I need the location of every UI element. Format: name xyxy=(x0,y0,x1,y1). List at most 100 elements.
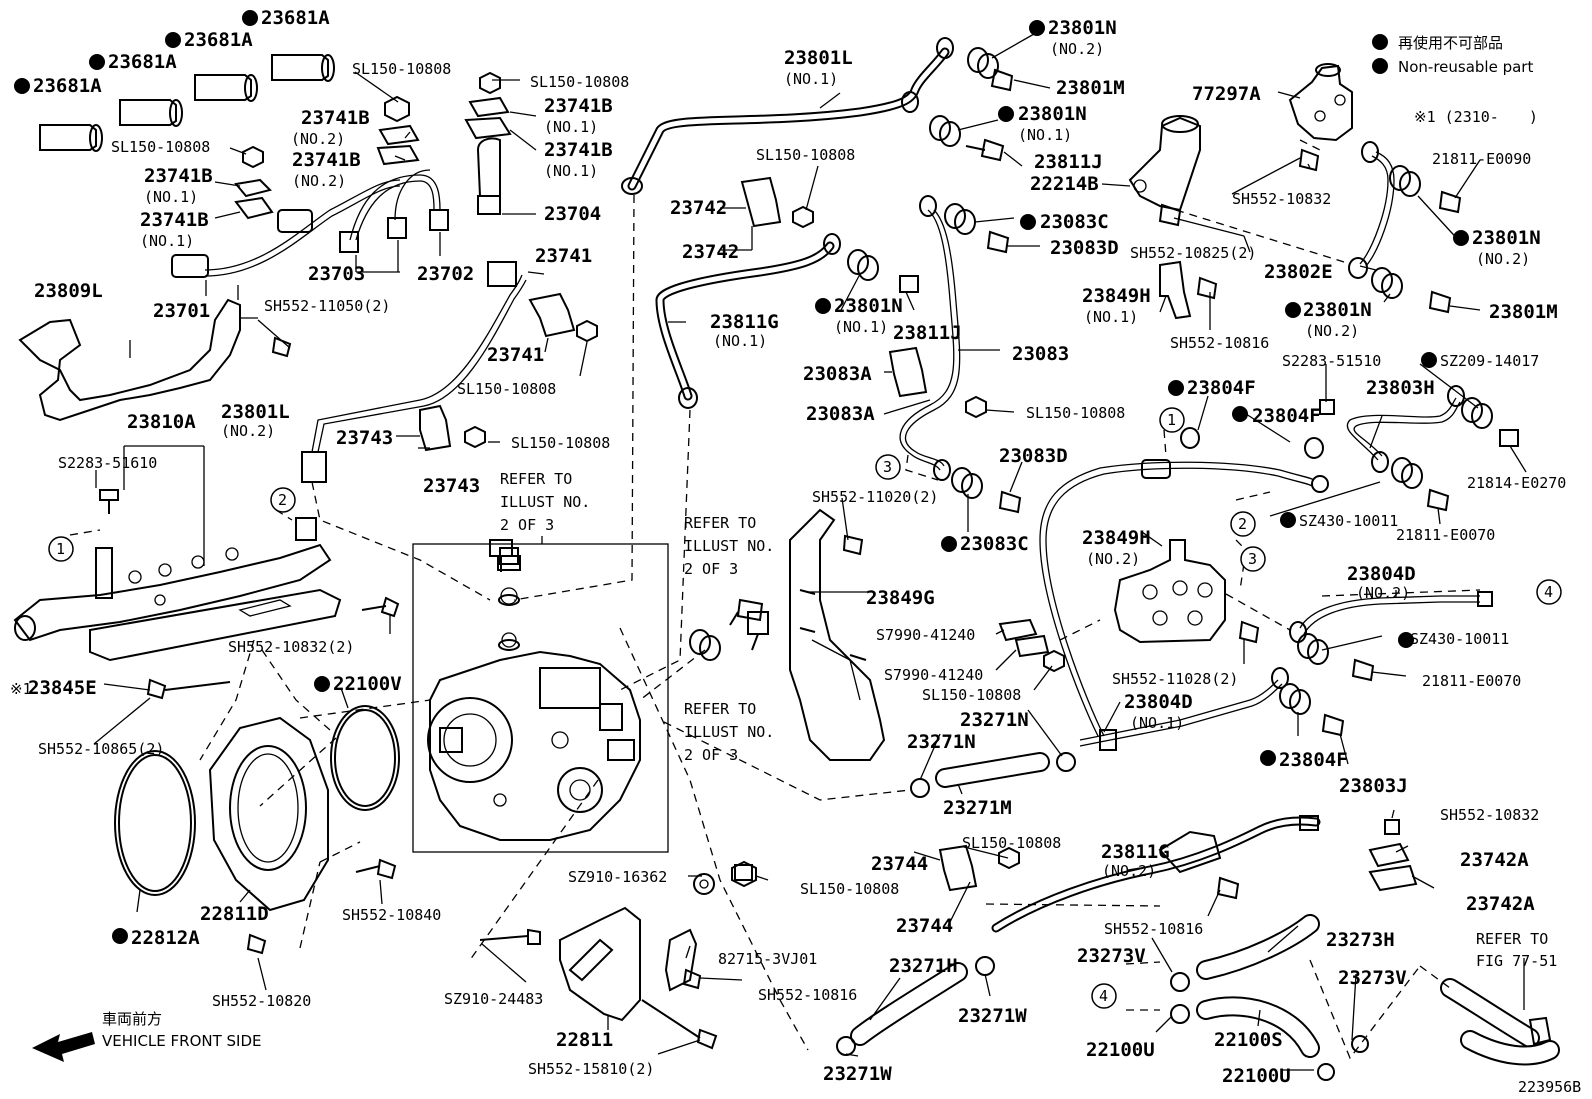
label-23804F: 23804F xyxy=(1279,749,1348,771)
fuel-pipe-icon xyxy=(621,37,954,195)
label-22100S: 22100S xyxy=(1214,1029,1283,1051)
label-23744: 23744 xyxy=(896,915,953,937)
label-22812A: 22812A xyxy=(131,927,200,949)
label-23801N: 23801N xyxy=(1048,17,1117,39)
label-23811J: 23811J xyxy=(893,322,962,344)
hose-icon xyxy=(850,752,1560,1066)
non-reusable-dot-icon xyxy=(1372,58,1388,74)
label-SZ430-10011: SZ430-10011 xyxy=(1410,630,1509,648)
label-SH552-10865: SH552-10865(2) xyxy=(38,740,164,758)
label-23681A: 23681A xyxy=(33,75,102,97)
label-SH552-10816: SH552-10816 xyxy=(758,986,857,1004)
label-23701: 23701 xyxy=(153,300,210,322)
label-23681A: 23681A xyxy=(108,51,177,73)
refer-line: FIG 77-51 xyxy=(1476,952,1557,970)
label-SL150-10808: SL150-10808 xyxy=(962,834,1061,852)
label-no1: (NO.1) xyxy=(144,188,198,206)
label-23801N: 23801N xyxy=(1018,103,1087,125)
label-23801L: 23801L xyxy=(221,401,290,423)
label-SL150-10808: SL150-10808 xyxy=(756,146,855,164)
label-23273V: 23273V xyxy=(1338,967,1407,989)
protector-icon xyxy=(89,588,342,662)
label-SH552-10816: SH552-10816 xyxy=(1170,334,1269,352)
leader-lines xyxy=(93,33,1527,1071)
label-23741B: 23741B xyxy=(292,149,361,171)
label-23271N: 23271N xyxy=(960,709,1029,731)
label-SH552-10832: SH552-10832 xyxy=(1440,806,1539,824)
fuel-rail-icon xyxy=(13,517,332,642)
clamp-icon xyxy=(419,176,1418,892)
legend-en: Non-reusable part xyxy=(1398,58,1533,76)
label-SL150-10808: SL150-10808 xyxy=(352,60,451,78)
label-23803J: 23803J xyxy=(1339,775,1408,797)
label-21811-E0070: 21811-E0070 xyxy=(1396,526,1495,544)
refer-line: REFER TO xyxy=(500,470,572,488)
label-22811: 22811 xyxy=(556,1029,613,1051)
label-no2: (NO.2) xyxy=(1476,250,1530,268)
bracket-icon xyxy=(559,906,698,1022)
label-23704: 23704 xyxy=(544,203,601,225)
bracket-icon xyxy=(1159,260,1192,320)
label-23811G: 23811G xyxy=(710,311,779,333)
label-SH552-10832: SH552-10832 xyxy=(1232,190,1331,208)
label-21811-E0070: 21811-E0070 xyxy=(1422,672,1521,690)
label-21811-E0090: 21811-E0090 xyxy=(1432,150,1531,168)
callout-1: 1 xyxy=(56,540,65,558)
label-23083D: 23083D xyxy=(1050,237,1119,259)
front-label-en: VEHICLE FRONT SIDE xyxy=(102,1032,262,1050)
label-23083C: 23083C xyxy=(1040,211,1109,233)
label-23741B: 23741B xyxy=(544,95,613,117)
label-23681A: 23681A xyxy=(184,29,253,51)
label-no2: (NO.2) xyxy=(1086,550,1140,568)
label-no2: (NO.2) xyxy=(1356,584,1410,602)
label-23083: 23083 xyxy=(1012,343,1069,365)
label-23083C: 23083C xyxy=(960,533,1029,555)
label-no2: (NO.2) xyxy=(291,130,345,148)
callout-2: 2 xyxy=(278,491,287,509)
label-23741B: 23741B xyxy=(544,139,613,161)
label-23271W: 23271W xyxy=(958,1005,1027,1027)
label-23703: 23703 xyxy=(308,263,365,285)
label-21814-E0270: 21814-E0270 xyxy=(1467,474,1566,492)
fuel-pipe-icon xyxy=(655,233,841,409)
label-22100U: 22100U xyxy=(1222,1065,1291,1087)
legend-note: ※1 (2310- ) xyxy=(1414,108,1538,126)
refer-line: 2 OF 3 xyxy=(684,746,738,764)
front-label-jp: 車両前方 xyxy=(102,1010,162,1028)
callout-4: 4 xyxy=(1544,583,1553,601)
label-SH552-10820: SH552-10820 xyxy=(212,992,311,1010)
label-22100V: 22100V xyxy=(333,673,402,695)
label-S7990-41240: S7990-41240 xyxy=(884,666,983,684)
label-23802E: 23802E xyxy=(1264,261,1333,283)
callout-4: 4 xyxy=(1099,987,1108,1005)
label-23681A: 23681A xyxy=(261,7,330,29)
fuel-pipe-icon xyxy=(1348,141,1395,279)
label-SZ209-14017: SZ209-14017 xyxy=(1440,352,1539,370)
label-23744: 23744 xyxy=(871,853,928,875)
label-23083A: 23083A xyxy=(803,363,872,385)
hose-clamp-icon xyxy=(836,752,1369,1081)
label-SL150-10808: SL150-10808 xyxy=(530,73,629,91)
label-23801L: 23801L xyxy=(784,47,853,69)
callout-1: 1 xyxy=(1167,411,1176,429)
label-no1: (NO.1) xyxy=(544,118,598,136)
refer-line: ILLUST NO. xyxy=(500,493,590,511)
label-no1: (NO.1) xyxy=(544,162,598,180)
label-SH552-10832: SH552-10832(2) xyxy=(228,638,354,656)
non-reusable-markers xyxy=(14,10,1469,944)
label-23809L: 23809L xyxy=(34,280,103,302)
label-23804D: 23804D xyxy=(1347,563,1416,585)
footer: 車両前方 VEHICLE FRONT SIDE 223956B xyxy=(32,1010,1581,1096)
label-82715-3VJ01: 82715-3VJ01 xyxy=(718,950,817,968)
refer-line: ILLUST NO. xyxy=(684,537,774,555)
fuel-pipe-icon xyxy=(301,261,527,483)
fuel-pipe-icon xyxy=(1346,385,1465,473)
label-23743: 23743 xyxy=(336,427,393,449)
legend-jp: 再使用不可部品 xyxy=(1398,34,1503,52)
refer-line: 2 OF 3 xyxy=(684,560,738,578)
label-23742A: 23742A xyxy=(1460,849,1529,871)
fuel-pipe-icon xyxy=(1039,459,1329,751)
front-arrow-icon xyxy=(32,1032,95,1062)
label-23273V: 23273V xyxy=(1077,945,1146,967)
label-no1: (NO.1) xyxy=(834,318,888,336)
